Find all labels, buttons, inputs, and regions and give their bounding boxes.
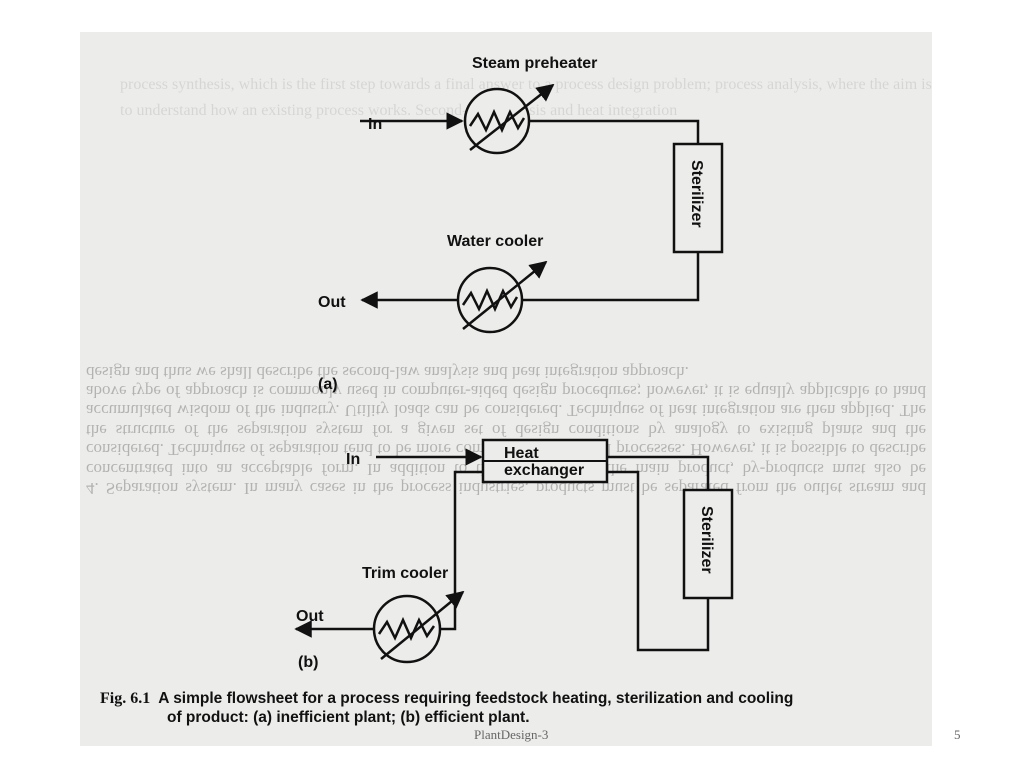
- trim-cooler-icon: [372, 590, 465, 664]
- pipe-sterilizer-to-exchanger: [607, 470, 710, 652]
- steam-preheater-label: Steam preheater: [472, 55, 597, 72]
- pipe-exchanger-to-sterilizer: [607, 455, 710, 490]
- sterilizer-label-b: Sterilizer: [698, 506, 715, 574]
- pipe-preheater-to-sterilizer: [529, 119, 700, 144]
- heat-exchanger-label-line1: Heat: [504, 445, 539, 462]
- in-label-a: In: [368, 116, 382, 133]
- figure-caption: Fig. 6.1 A simple flowsheet for a proces…: [100, 689, 930, 727]
- heat-exchanger-label-line2: exchanger: [504, 462, 584, 479]
- sterilizer-label-a: Sterilizer: [688, 160, 705, 228]
- out-label-b: Out: [296, 608, 324, 625]
- pipe-exchanger-to-trim-cooler: [440, 470, 483, 631]
- steam-preheater-icon: [463, 83, 555, 155]
- part-label-a: (a): [318, 376, 338, 393]
- water-cooler-label: Water cooler: [447, 233, 543, 250]
- diagram-a: Steam preheater In Sterilizer Water cool…: [318, 55, 724, 393]
- figure-number: Fig. 6.1: [100, 690, 151, 707]
- slide-footer-text: PlantDesign-3: [474, 727, 549, 742]
- diagram-b: Heat exchanger In Sterilizer Trim cooler…: [294, 438, 734, 671]
- water-cooler-icon: [456, 260, 548, 334]
- in-label-b: In: [346, 451, 360, 468]
- caption-line-1: A simple flowsheet for a process requiri…: [158, 690, 794, 707]
- caption-line-2: of product: (a) inefficient plant; (b) e…: [167, 709, 530, 726]
- out-label-a: Out: [318, 294, 346, 311]
- sterilizer-vessel-a: [672, 142, 724, 254]
- part-label-b: (b): [298, 654, 318, 671]
- slide-page-number: 5: [954, 727, 961, 742]
- pipe-sterilizer-to-cooler: [522, 252, 700, 302]
- trim-cooler-label: Trim cooler: [362, 565, 448, 582]
